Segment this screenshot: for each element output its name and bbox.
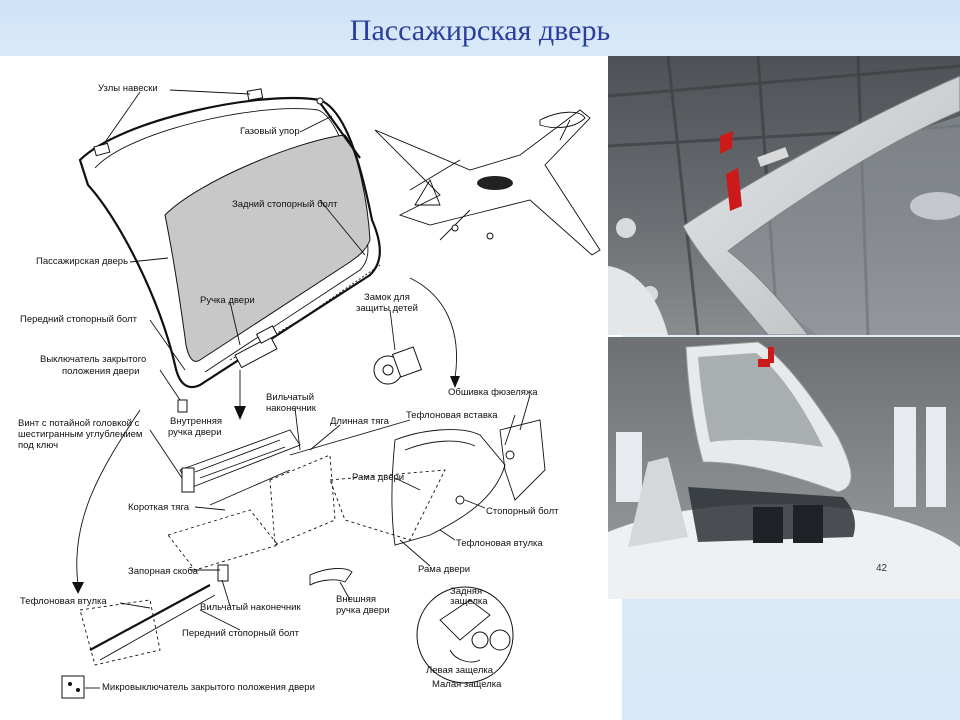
label-rear-pin-2: защелка <box>450 596 488 607</box>
label-passenger-door: Пассажирская дверь <box>36 256 128 267</box>
label-fork-end-1: Вильчатый <box>266 392 314 403</box>
hinge-left <box>93 142 111 157</box>
label-door-handle: Ручка двери <box>200 295 255 306</box>
label-rear-lock-bolt: Задний стопорный болт <box>232 199 338 210</box>
photo-door-hinge-closeup <box>608 56 960 335</box>
label-teflon-bushing-left: Тефлоновая втулка <box>20 596 107 607</box>
red-tag-lower <box>726 168 742 211</box>
label-screw-1: Винт с потайной головкой с <box>18 418 140 429</box>
hinge-right <box>246 88 264 101</box>
label-left-pin: Левая защелка <box>426 665 494 676</box>
handle-mechanism <box>179 419 411 506</box>
latch-detail-circle <box>416 586 514 684</box>
aircraft-illustration <box>374 109 601 256</box>
door-window <box>164 134 371 362</box>
label-closed-switch-1: Выключатель закрытого <box>40 354 146 365</box>
label-front-lock-bolt: Передний стопорный болт <box>20 314 138 325</box>
label-small-pin: Малая защелка <box>432 679 502 690</box>
label-gas-strut: Газовый упор <box>240 126 300 137</box>
label-inner-handle-2: ручка двери <box>168 427 222 438</box>
label-teflon-bushing-right: Тефлоновая втулка <box>456 538 543 549</box>
label-door-frame-upper: Рама двери <box>352 472 404 483</box>
door-diagram-panel: Узлы навески Газовый упор Задний стопорн… <box>0 56 622 720</box>
label-screw-2: шестигранным углублением <box>18 429 142 440</box>
door-frame-arc <box>682 75 960 335</box>
label-short-rod: Короткая тяга <box>128 502 190 513</box>
label-rear-pin-1: Задняя <box>450 586 482 597</box>
label-long-rod: Длинная тяга <box>330 416 390 427</box>
label-hinges: Узлы навески <box>98 83 158 94</box>
door-frame-part <box>391 419 546 546</box>
label-closed-switch-2: положения двери <box>62 366 139 377</box>
label-teflon-insert: Тефлоновая вставка <box>406 410 498 421</box>
label-outer-handle-2: ручка двери <box>336 605 390 616</box>
label-child-lock-1: Замок для <box>364 292 410 303</box>
label-microswitch: Микровыключатель закрытого положения две… <box>102 682 315 693</box>
label-fork-end-2: наконечник <box>266 403 317 414</box>
red-tag-upper <box>720 131 733 154</box>
label-door-frame-lower: Рама двери <box>418 564 470 575</box>
label-child-lock-2: защиты детей <box>356 303 418 314</box>
child-lock-part <box>373 346 423 385</box>
photo-aircraft-door-open: 42 <box>608 337 960 599</box>
label-screw-3: под ключ <box>18 440 58 451</box>
label-fork-end-lower: Вильчатый наконечник <box>200 602 301 613</box>
fuselage-number: 42 <box>876 563 888 574</box>
door-exploded-diagram: Узлы навески Газовый упор Задний стопорн… <box>18 83 601 699</box>
label-fuselage-skin: Обшивка фюзеляжа <box>448 387 538 398</box>
door-outline <box>78 96 381 389</box>
label-lock-bolt: Стопорный болт <box>486 506 559 517</box>
slide-title: Пассажирская дверь <box>349 14 611 47</box>
label-inner-handle-1: Внутренняя <box>170 416 222 427</box>
label-lock-bracket: Запорная скоба <box>128 566 199 577</box>
label-front-lock-bolt-lower: Передний стопорный болт <box>182 628 300 639</box>
label-outer-handle-1: Внешняя <box>336 594 376 605</box>
